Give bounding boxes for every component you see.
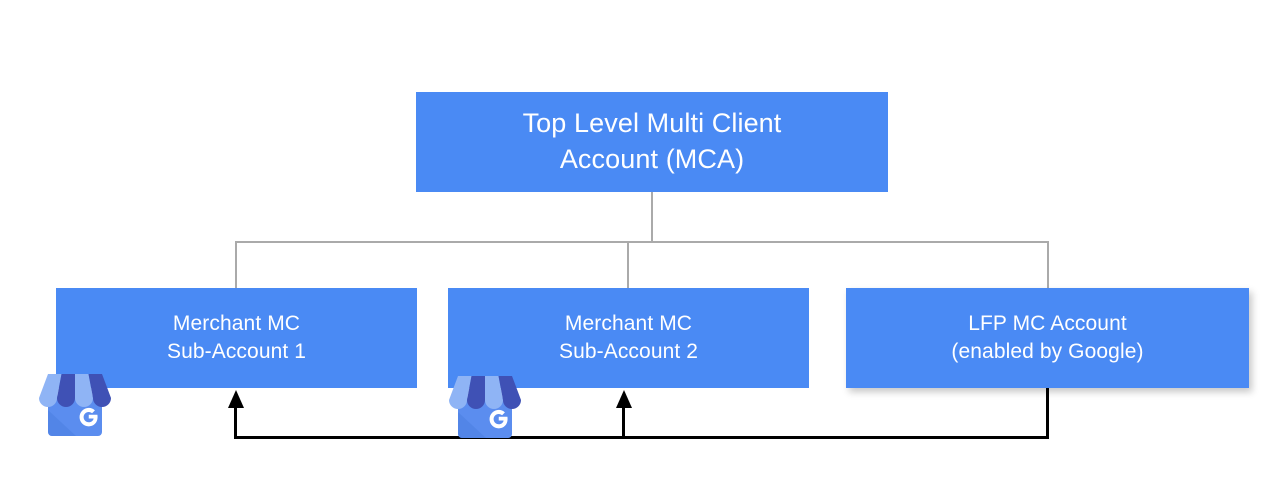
connector-horizontal-bus xyxy=(235,241,1049,243)
connector-drop-sub-account-1 xyxy=(235,241,237,289)
connector-drop-sub-account-2 xyxy=(627,241,629,289)
node-lfp-mc-account-label: LFP MC Account (enabled by Google) xyxy=(951,312,1144,363)
connector-trunk xyxy=(651,192,653,242)
arrowhead-to-sub-account-2-icon xyxy=(616,390,632,408)
node-lfp-mc-account[interactable]: LFP MC Account (enabled by Google) xyxy=(846,288,1249,388)
google-my-business-icon xyxy=(38,366,112,438)
node-merchant-sub-account-1[interactable]: Merchant MC Sub-Account 1 xyxy=(56,288,417,388)
google-my-business-icon xyxy=(448,368,522,440)
node-top-level-mca-label: Top Level Multi Client Account (MCA) xyxy=(522,108,782,174)
feedback-line-to-sub-account-1 xyxy=(234,400,237,438)
feedback-line-horizontal xyxy=(234,436,1049,439)
feedback-line-to-sub-account-2 xyxy=(622,400,625,438)
node-merchant-sub-account-1-label: Merchant MC Sub-Account 1 xyxy=(166,312,307,363)
node-top-level-mca[interactable]: Top Level Multi Client Account (MCA) xyxy=(416,92,888,192)
node-merchant-sub-account-2-label: Merchant MC Sub-Account 2 xyxy=(558,312,699,363)
feedback-line-from-lfp xyxy=(1046,388,1049,439)
node-merchant-sub-account-2[interactable]: Merchant MC Sub-Account 2 xyxy=(448,288,809,388)
connector-drop-lfp xyxy=(1047,241,1049,289)
arrowhead-to-sub-account-1-icon xyxy=(228,390,244,408)
